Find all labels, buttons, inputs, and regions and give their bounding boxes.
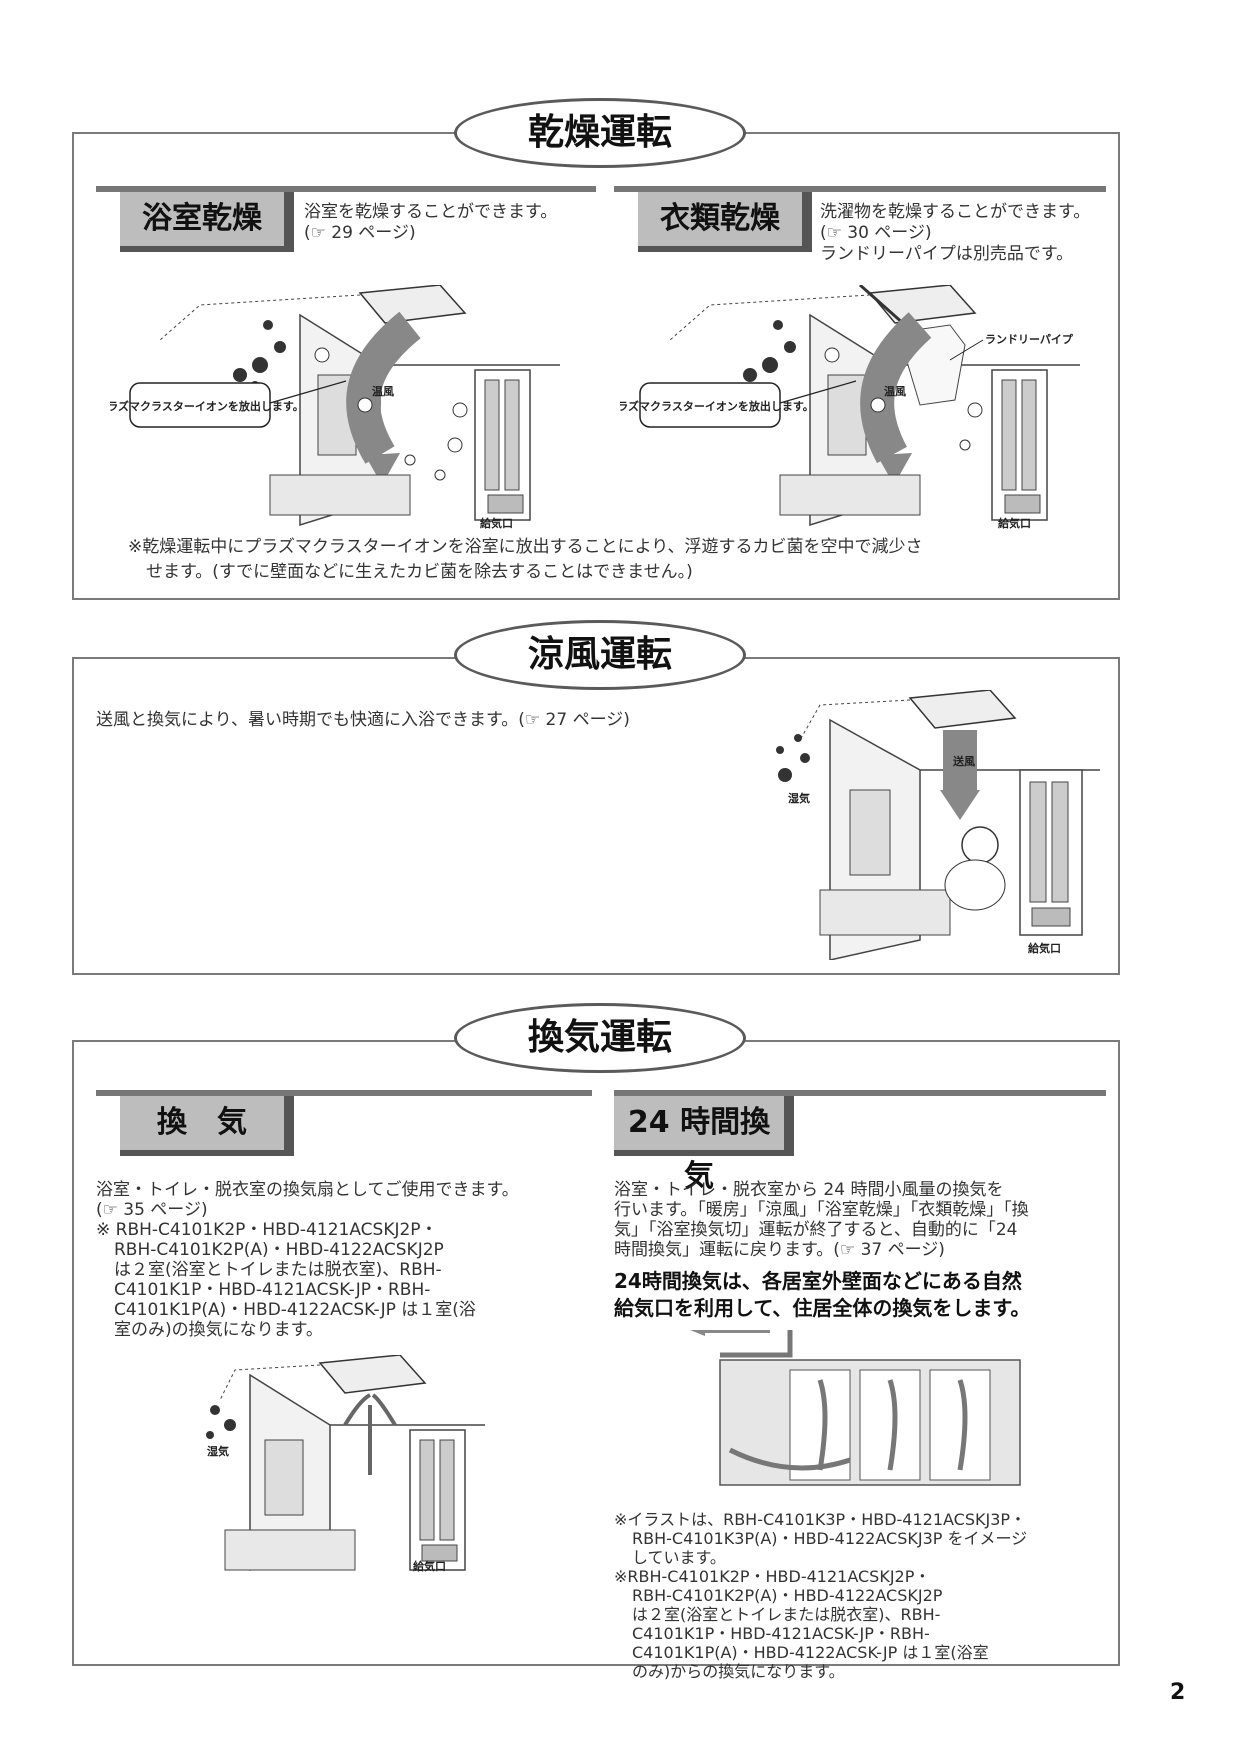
inlet-label-2: 給気口 xyxy=(998,516,1031,530)
bath-dry-header: 浴室乾燥 xyxy=(96,186,596,252)
humid-label-4: 湿気 xyxy=(207,1444,229,1458)
cool-title: 涼風運転 xyxy=(454,620,746,690)
blow-text: 送風 xyxy=(952,754,975,768)
vent-illustration: 湿気 給気口 xyxy=(206,1355,485,1573)
drying-title: 乾燥運転 xyxy=(454,98,746,168)
h24-notes: ※イラストは、RBH-C4101K3P・HBD-4121ACSKJ3P・ RBH… xyxy=(614,1510,1028,1681)
cloth-dry-header: 衣類乾燥 xyxy=(614,186,1106,252)
h24-header: 24 時間換気 xyxy=(614,1090,1106,1194)
vent-desc: 浴室・トイレ・脱衣室の換気扇としてご使用できます。 (☞ 35 ページ) ※ R… xyxy=(96,1180,519,1340)
plasma-callout: プラズマクラスターイオンを放出します。 xyxy=(110,399,304,413)
cloth-dry-desc: 洗濯物を乾燥することができます。 (☞ 30 ページ) ランドリーパイプは別売品… xyxy=(820,202,1091,264)
plasma-callout-2: プラズマクラスターイオンを放出します。 xyxy=(620,399,814,413)
page-number: 2 xyxy=(1170,1680,1186,1705)
bath-dry-label: 浴室乾燥 xyxy=(120,192,294,252)
vent-title: 換気運転 xyxy=(454,1003,746,1073)
laundry-pipe-label: ランドリーパイプ xyxy=(985,332,1074,346)
cool-illustration: 送風 湿気 給気口 xyxy=(776,690,1100,960)
inlet-label-3: 給気口 xyxy=(1028,941,1061,955)
inlet-label-4: 給気口 xyxy=(413,1559,446,1573)
h24-emphasis: 24時間換気は、各居室外壁面などにある自然 給気口を利用して、住居全体の換気をし… xyxy=(614,1269,1031,1320)
warm-air-text-2: 温風 xyxy=(884,384,906,398)
humid-label-3: 湿気 xyxy=(788,791,810,805)
house-ventilation-illustration xyxy=(690,1330,1021,1486)
inlet-label: 給気口 xyxy=(480,516,513,530)
drying-note: ※乾燥運転中にプラズマクラスターイオンを浴室に放出することにより、浮遊するカビ菌… xyxy=(128,537,923,582)
h24-label: 24 時間換気 xyxy=(614,1096,794,1194)
cloth-dry-illustration: 温風 ランドリーパイプ 湿気 プラズマクラスターイオンを放出します。 給気口 xyxy=(620,285,1080,530)
warm-air-text: 温風 xyxy=(372,384,394,398)
vent-header: 換 気 xyxy=(96,1090,592,1156)
cool-desc: 送風と換気により、暑い時期でも快適に入浴できます。(☞ 27 ページ) xyxy=(96,710,630,730)
vent-label: 換 気 xyxy=(120,1096,294,1156)
bath-dry-desc: 浴室を乾燥することができます。 (☞ 29 ページ) xyxy=(304,202,558,243)
h24-desc: 浴室・トイレ・脱衣室から 24 時間小風量の換気を 行います。「暖房」「涼風」「… xyxy=(614,1180,1029,1260)
cloth-dry-label: 衣類乾燥 xyxy=(638,192,812,252)
bath-dry-illustration: 温風 湿気 プラズマクラスターイオンを放出します。 給気口 xyxy=(110,285,560,530)
